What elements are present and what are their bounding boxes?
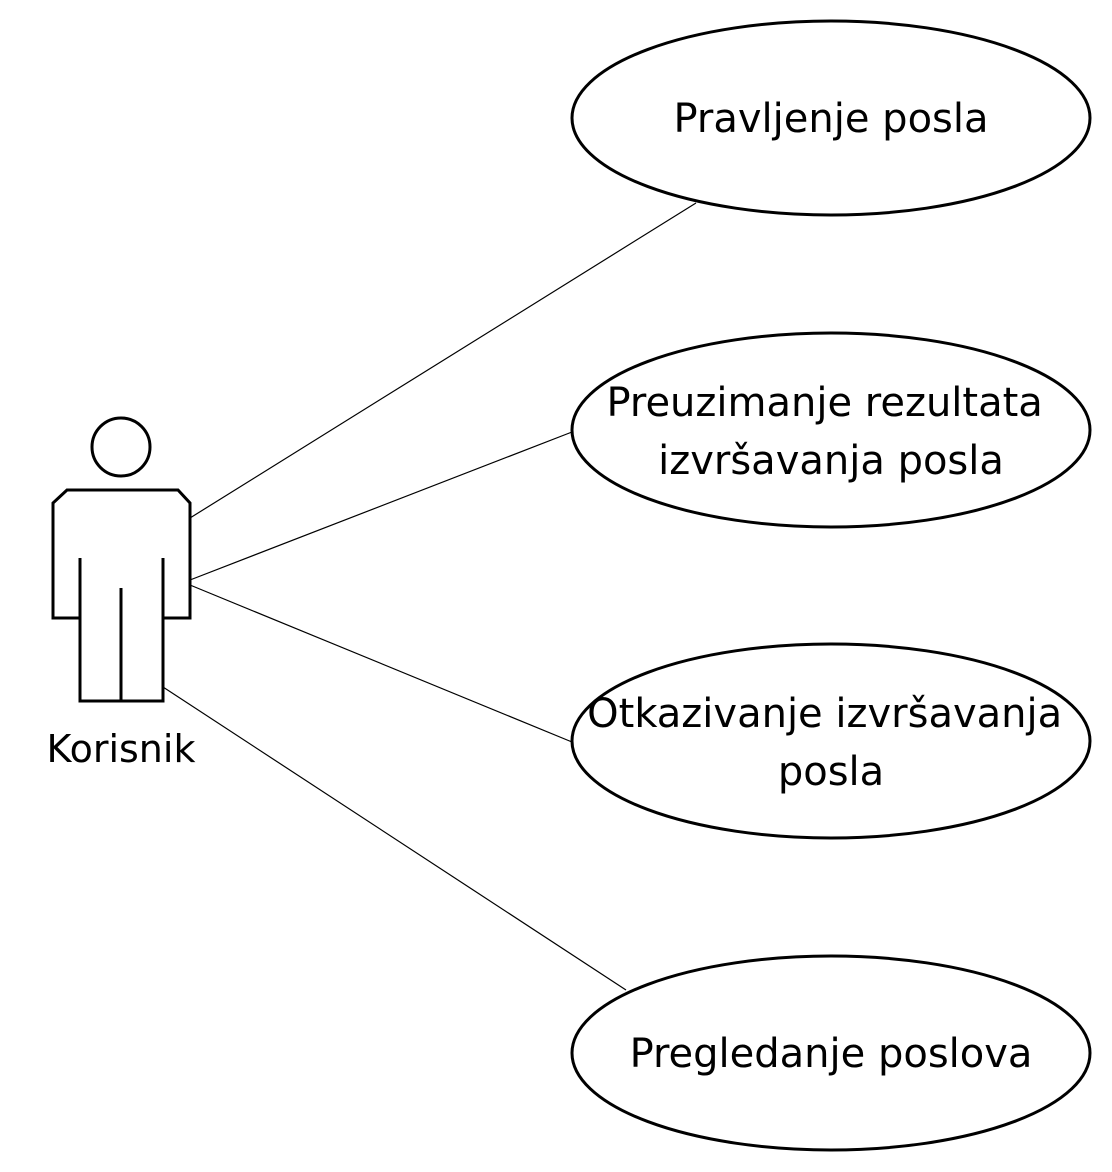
use-case-2-label: Preuzimanje rezultata izvršavanja posla [606,380,1055,484]
association-line-2 [189,431,573,581]
actor-label: Korisnik [47,727,196,771]
use-case-4[interactable]: Pregledanje poslova [570,954,1092,1152]
use-case-1-label: Pravljenje posla [674,96,989,142]
use-case-1-label-line-1: Pravljenje posla [674,96,989,142]
use-case-3-label-line-1: Otkazivanje izvršavanja [587,691,1062,737]
use-case-2-label-line-1: Preuzimanje rezultata [606,380,1042,426]
use-case-4-ellipse [570,954,1092,1152]
use-case-3[interactable]: Otkazivanje izvršavanja posla [570,642,1092,840]
association-line-1 [189,202,697,519]
use-case-2-label-line-2: izvršavanja posla [658,438,1004,484]
actor[interactable]: Korisnik [47,416,196,771]
use-case-4-label-line-1: Pregledanje poslova [630,1031,1033,1077]
actor-stick-figure-icon [51,416,192,703]
association-line-4 [162,686,627,991]
use-case-3-ellipse [570,642,1092,840]
association-line-3 [189,584,573,743]
use-case-4-label: Pregledanje poslova [630,1031,1033,1077]
use-case-1-ellipse [570,19,1092,217]
use-case-3-label-line-2: posla [778,749,884,795]
use-case-1[interactable]: Pravljenje posla [570,19,1092,217]
associations [162,202,697,991]
use-case-3-label: Otkazivanje izvršavanja posla [587,691,1075,795]
use-case-2[interactable]: Preuzimanje rezultata izvršavanja posla [570,331,1092,529]
use-case-2-ellipse [570,331,1092,529]
